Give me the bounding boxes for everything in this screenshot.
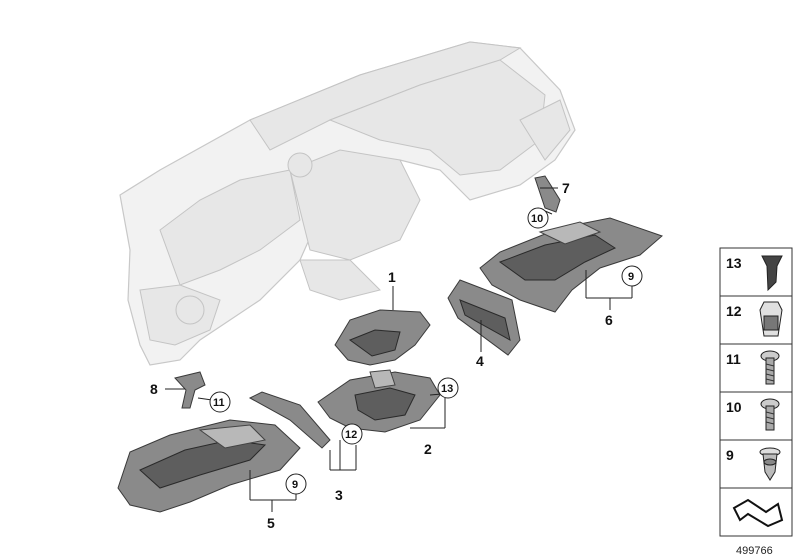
callout-13: 13 [441,383,453,395]
callout-7: 7 [562,180,570,196]
part-2-lower-trim [317,369,441,433]
callout-12: 12 [345,429,357,441]
callout-2: 2 [424,441,432,457]
callout-9-left: 9 [292,479,298,491]
callout-4: 4 [476,353,484,369]
legend-label-13: 13 [726,255,742,271]
callout-3: 3 [335,487,343,503]
fastener-legend: 13 12 11 10 9 [719,247,793,537]
leader-lines [165,187,633,512]
legend-label-12: 12 [726,303,742,319]
callout-1: 1 [388,269,396,285]
part-1-column-cover [334,309,431,366]
part-8-bracket [174,371,206,409]
part-7-bracket [534,175,561,213]
expanding-rivet-icon [759,447,781,481]
document-id: 499766 [736,545,773,557]
callout-6: 6 [605,312,613,328]
legend-label-11: 11 [726,351,741,367]
callout-8: 8 [150,381,158,397]
callouts: 1 2 3 4 5 6 7 8 9 9 10 11 12 13 [150,180,643,531]
part-5-left-panel [117,419,301,513]
part-6-right-panel [479,217,663,313]
callout-10: 10 [531,213,543,225]
screw-grommet-icon [761,255,783,292]
callout-9-right: 9 [628,271,634,283]
part-4-side-panel [447,279,521,356]
legend-label-9: 9 [726,447,734,463]
dashboard-ghost [119,41,576,366]
callout-5: 5 [267,515,275,531]
bracket-symbol-icon [732,498,784,528]
part-3-trim-strip [248,391,331,449]
torx-screw-short-icon [760,398,780,431]
callout-11: 11 [213,397,225,409]
clip-nut-icon [759,301,783,337]
legend-label-10: 10 [726,399,742,415]
torx-screw-icon [760,350,780,385]
